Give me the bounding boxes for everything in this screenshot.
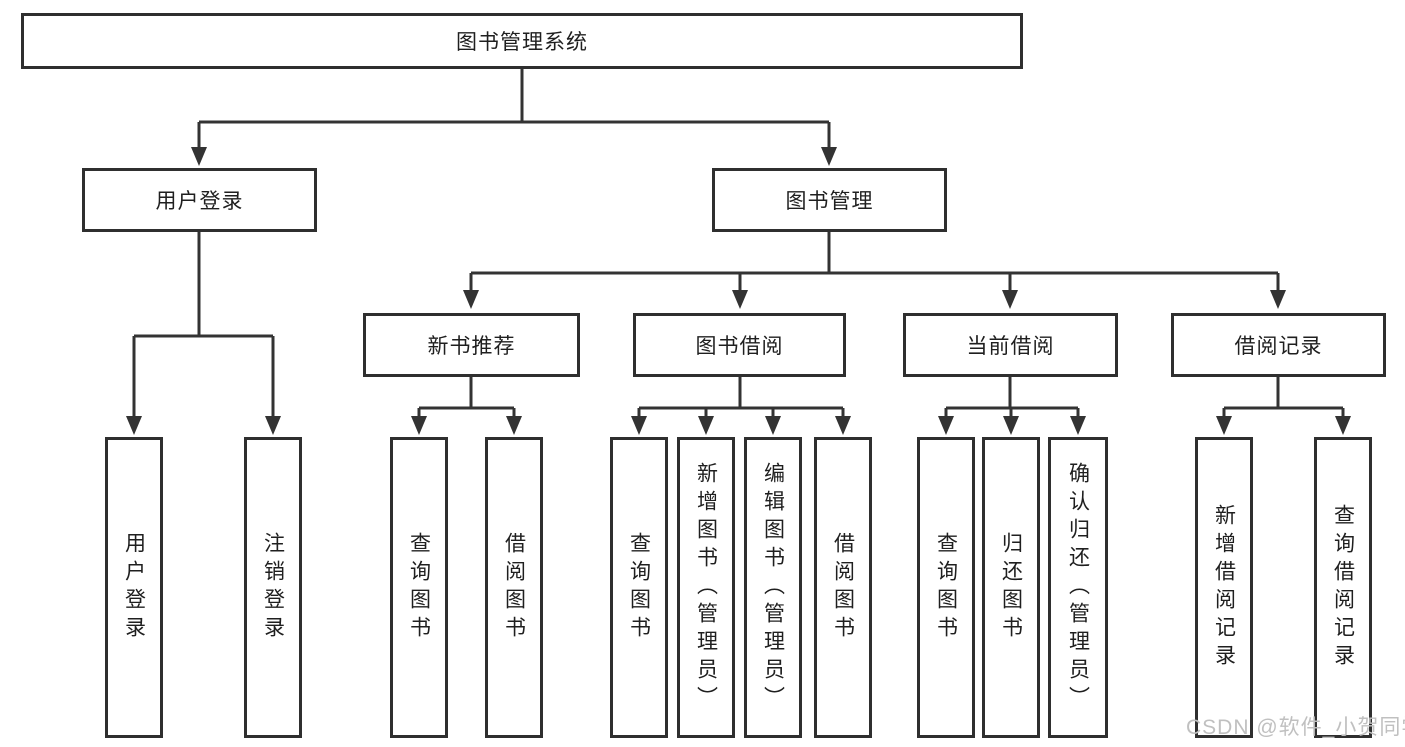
node-label: 图书借阅 xyxy=(695,335,784,358)
leaf-label: 查询图书 xyxy=(627,531,651,644)
leaf-label: 借阅图书 xyxy=(502,531,526,644)
leaf-borrow-books: 借阅图书 xyxy=(814,437,872,738)
leaf-borrow-books-recommend: 借阅图书 xyxy=(485,437,543,738)
leaf-label: 查询图书 xyxy=(407,531,431,644)
leaf-label: 注销登录 xyxy=(261,531,285,644)
leaf-query-books-recommend: 查询图书 xyxy=(390,437,448,738)
node-label: 当前借阅 xyxy=(966,335,1055,358)
connector-records-to-leaves xyxy=(1216,377,1351,435)
leaf-label: 新增图书（管理员） xyxy=(694,461,718,714)
node-label: 新书推荐 xyxy=(427,335,516,358)
leaf-query-books-current: 查询图书 xyxy=(917,437,975,738)
leaf-label: 用户登录 xyxy=(122,531,146,644)
node-library-management-system: 图书管理系统 xyxy=(21,13,1023,69)
connector-root-to-level2 xyxy=(191,69,837,166)
node-book-management: 图书管理 xyxy=(712,168,947,232)
node-user-login: 用户登录 xyxy=(82,168,317,232)
leaf-query-borrow-record: 查询借阅记录 xyxy=(1314,437,1372,738)
connector-borrow-to-leaves xyxy=(631,377,851,435)
node-current-borrow: 当前借阅 xyxy=(903,313,1118,377)
node-borrow-records: 借阅记录 xyxy=(1171,313,1386,377)
leaf-user-login: 用户登录 xyxy=(105,437,163,738)
node-label: 用户登录 xyxy=(155,190,244,213)
leaf-confirm-return-admin: 确认归还（管理员） xyxy=(1048,437,1108,738)
node-book-borrow: 图书借阅 xyxy=(633,313,846,377)
leaf-logout: 注销登录 xyxy=(244,437,302,738)
leaf-label: 编辑图书（管理员） xyxy=(761,461,785,714)
leaf-label: 新增借阅记录 xyxy=(1212,503,1236,672)
csdn-watermark: CSDN @软件_小贺同学 xyxy=(1186,716,1405,739)
connector-current-to-leaves xyxy=(938,377,1086,435)
leaf-label: 查询图书 xyxy=(934,531,958,644)
node-label: 图书管理系统 xyxy=(456,31,588,54)
leaf-label: 借阅图书 xyxy=(831,531,855,644)
node-label: 图书管理 xyxy=(785,190,874,213)
connector-book-to-level3 xyxy=(463,232,1286,309)
leaf-edit-books-admin: 编辑图书（管理员） xyxy=(744,437,802,738)
leaf-add-books-admin: 新增图书（管理员） xyxy=(677,437,735,738)
leaf-label: 归还图书 xyxy=(999,531,1023,644)
leaf-query-books-borrow: 查询图书 xyxy=(610,437,668,738)
connector-user-to-leaves xyxy=(126,232,281,435)
leaf-return-books: 归还图书 xyxy=(982,437,1040,738)
node-label: 借阅记录 xyxy=(1234,335,1323,358)
connector-recommend-to-leaves xyxy=(411,377,522,435)
node-new-book-recommend: 新书推荐 xyxy=(363,313,580,377)
leaf-label: 查询借阅记录 xyxy=(1331,503,1355,672)
leaf-label: 确认归还（管理员） xyxy=(1066,461,1090,714)
leaf-add-borrow-record: 新增借阅记录 xyxy=(1195,437,1253,738)
